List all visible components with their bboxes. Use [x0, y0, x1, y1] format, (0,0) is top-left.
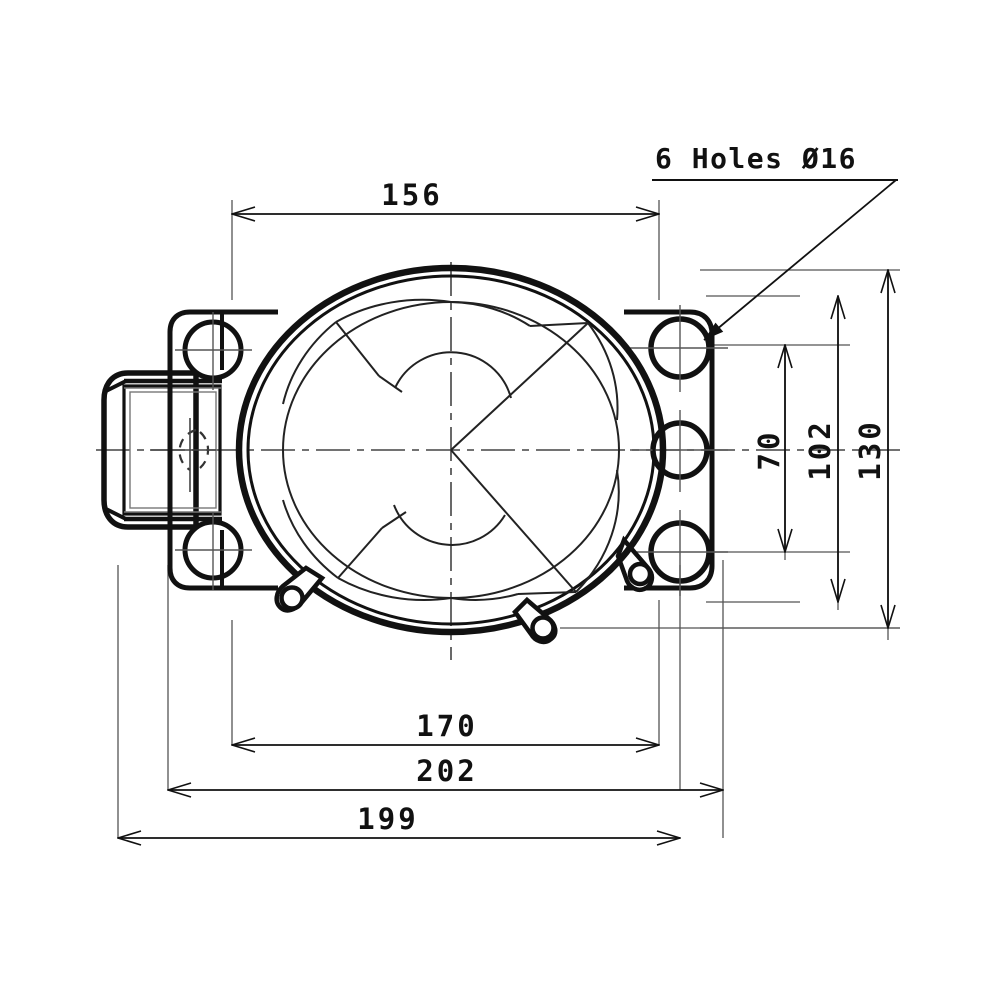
- dim-130-label: 130: [853, 419, 887, 480]
- right-flange: [615, 305, 728, 596]
- dim-70-group: 70: [752, 345, 786, 552]
- vane-line-upper-right: [450, 322, 589, 451]
- hub-arc-top: [394, 351, 512, 399]
- vane-edge-e: [381, 511, 407, 529]
- vane-curve-top-left: [335, 298, 452, 323]
- dim-102-group: 102: [803, 296, 838, 602]
- internal-vane-disc: [282, 298, 620, 601]
- center-lines: [96, 262, 905, 660]
- vane-edge-d: [337, 527, 383, 579]
- dim-202-group: 202: [168, 754, 723, 790]
- dim-102-label: 102: [803, 419, 837, 480]
- bottom-lugs: [274, 565, 558, 645]
- vane-outer-lower-right: [575, 469, 620, 593]
- vane-line-lower-right: [450, 449, 577, 593]
- lug-hole-bottom-left: [279, 585, 305, 611]
- oval-body: [235, 264, 667, 636]
- dim-170-label: 170: [416, 709, 477, 743]
- vane-curve-bot-right: [450, 593, 519, 601]
- hub-arc-bottom: [393, 504, 506, 546]
- vane-outer-lower-left: [282, 499, 339, 579]
- dim-156-group: 156: [232, 178, 659, 214]
- vane-edge-a: [335, 321, 380, 377]
- dim-202-label: 202: [416, 754, 477, 788]
- vane-outer-upper-left: [282, 321, 337, 405]
- vane-outer-upper-right: [587, 322, 619, 421]
- lug-hole-bottom-right: [530, 615, 556, 641]
- vane-edge-c: [529, 322, 589, 327]
- holes-note-text: 6 Holes Ø16: [655, 142, 857, 175]
- vane-curve-top-right: [450, 301, 531, 327]
- dim-130-group: 130: [853, 270, 888, 628]
- note-leader-line: [703, 179, 897, 341]
- dim-156-label: 156: [381, 178, 442, 212]
- dim-70-label: 70: [752, 430, 786, 471]
- holes-note-group: 6 Holes Ø16: [652, 142, 898, 341]
- dim-199-group: 199: [118, 802, 680, 838]
- left-square-boss: [101, 370, 222, 530]
- left-flange: [167, 309, 278, 591]
- dim-170-group: 170: [232, 709, 659, 745]
- lug-hole-right: [627, 561, 653, 587]
- vane-edge-b: [378, 375, 403, 393]
- dim-199-label: 199: [357, 802, 418, 836]
- vane-curve-bot-left: [337, 577, 452, 601]
- vane-edge-f: [517, 591, 577, 595]
- body-outer-oval: [235, 264, 667, 636]
- body-inner-oval: [246, 274, 656, 626]
